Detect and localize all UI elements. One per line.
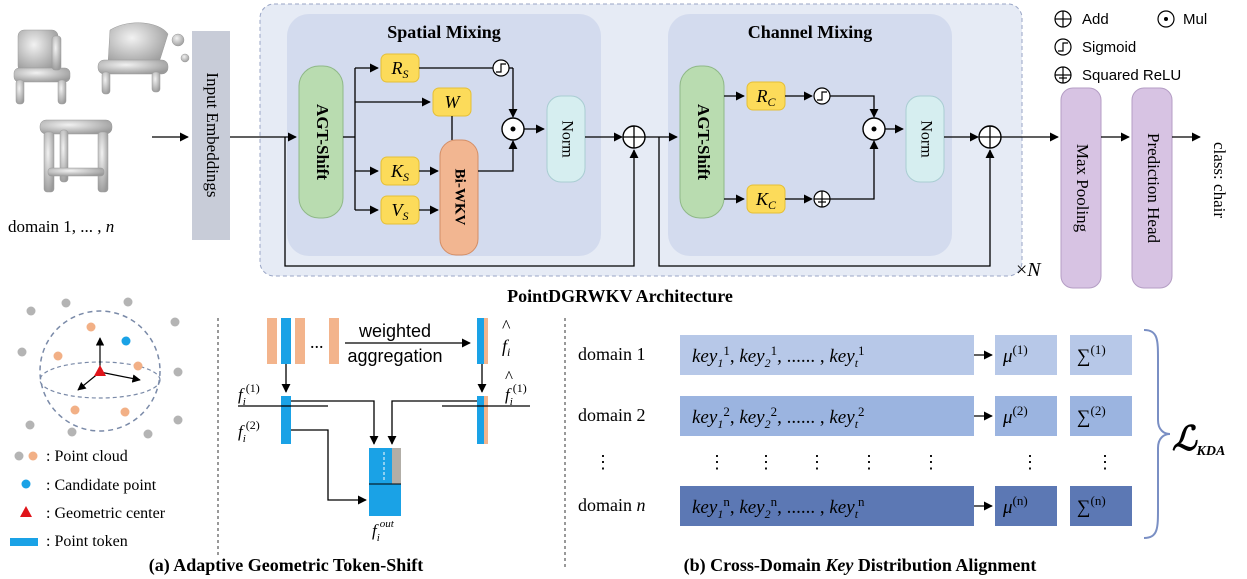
sigmoid-icon bbox=[492, 59, 510, 77]
panel-a: : Point cloud : Candidate point : Geomet… bbox=[10, 297, 530, 576]
kda-loss-label: ℒKDA bbox=[1172, 421, 1225, 459]
svg-text:⋮: ⋮ bbox=[1021, 452, 1039, 472]
operator-legend: Add Mul Sigmoid Squared ReLU bbox=[1054, 10, 1207, 84]
spatial-norm-label: Norm bbox=[558, 120, 575, 158]
split-token-right bbox=[477, 396, 487, 444]
svg-text:⋮: ⋮ bbox=[1096, 452, 1114, 472]
svg-text:...: ... bbox=[310, 332, 324, 352]
repeat-label: ×N bbox=[1016, 259, 1042, 281]
spatial-agt-shift-box bbox=[298, 65, 344, 219]
sigma-box-1 bbox=[1070, 335, 1132, 375]
aggregation-label: aggregation bbox=[347, 346, 442, 366]
bi-wkv-box bbox=[439, 139, 479, 256]
output-class-label: class: chair bbox=[1210, 142, 1229, 218]
f1-label: fi(1) bbox=[238, 381, 260, 408]
add-icon bbox=[1054, 10, 1072, 28]
point-cloud-legend-icon bbox=[14, 451, 24, 461]
split-token-left bbox=[281, 396, 291, 444]
spatial-mixing-title: Spatial Mixing bbox=[387, 22, 501, 42]
channel-agt-shift-label: AGT-Shift bbox=[694, 104, 713, 180]
spatial-mixing-block bbox=[287, 14, 601, 256]
architecture-title: PointDGRWKV Architecture bbox=[507, 286, 733, 306]
candidate-point bbox=[121, 336, 131, 346]
panel-b-caption: (b) Cross-Domain Key Distribution Alignm… bbox=[684, 555, 1037, 576]
mu-box-1 bbox=[995, 335, 1057, 375]
point-token-legend-icon bbox=[10, 538, 38, 546]
sigmoid-icon bbox=[813, 87, 831, 105]
input-embeddings-label: Input Embeddings bbox=[203, 72, 222, 197]
row-domain-n: domain n bbox=[578, 495, 646, 515]
squared-relu-icon bbox=[1054, 66, 1072, 84]
svg-text:⋮: ⋮ bbox=[594, 452, 612, 472]
mul-icon bbox=[501, 117, 525, 141]
row-domain-1: domain 1 bbox=[578, 344, 646, 364]
spatial-agt-shift-label: AGT-Shift bbox=[313, 104, 332, 180]
channel-mixing-title: Channel Mixing bbox=[748, 22, 873, 42]
sigmoid-icon bbox=[1054, 38, 1072, 56]
svg-text:⋮: ⋮ bbox=[922, 452, 940, 472]
max-pooling-label: Max Pooling bbox=[1073, 144, 1092, 233]
f2-label: fi(2) bbox=[238, 418, 260, 445]
point-cloud-points bbox=[53, 322, 143, 417]
weighted-label: weighted bbox=[358, 321, 431, 341]
spatial-norm-box bbox=[546, 95, 586, 183]
input-caption: domain 1, ... , n bbox=[8, 217, 114, 236]
sigma-box-2 bbox=[1070, 396, 1132, 436]
input-embeddings-box bbox=[192, 31, 230, 240]
residual-connection-1 bbox=[284, 137, 639, 267]
key-box-1 bbox=[680, 335, 974, 375]
svg-text:⋮: ⋮ bbox=[860, 452, 878, 472]
bi-wkv-label: Bi-WKV bbox=[452, 169, 468, 226]
geometric-center-legend-icon bbox=[20, 506, 32, 517]
vertical-ellipsis-row: ⋮ ⋮ ⋮ ⋮ ⋮ ⋮ ⋮ ⋮ bbox=[594, 452, 1114, 472]
svg-text:⋮: ⋮ bbox=[708, 452, 726, 472]
prediction-head-label: Prediction Head bbox=[1144, 133, 1163, 243]
legend-point-cloud: : Point cloud bbox=[46, 448, 128, 465]
key-box-n bbox=[680, 486, 974, 526]
legend-squared-relu: Squared ReLU bbox=[1082, 67, 1181, 84]
svg-text:^: ^ bbox=[505, 367, 513, 386]
receptive-sphere bbox=[39, 310, 161, 432]
geometric-center-icon bbox=[94, 365, 106, 376]
panel-a-caption: (a) Adaptive Geometric Token-Shift bbox=[149, 555, 424, 576]
w-label: W bbox=[445, 92, 462, 112]
candidate-point-legend-icon bbox=[21, 479, 31, 489]
channel-norm-box bbox=[905, 95, 945, 183]
channel-agt-shift-box bbox=[679, 65, 725, 219]
mul-icon bbox=[1157, 10, 1175, 28]
panel-b: domain 1 key11, key21, ...... , keyt1 μ(… bbox=[578, 329, 1225, 576]
legend-add: Add bbox=[1082, 11, 1109, 28]
svg-text:⋮: ⋮ bbox=[808, 452, 826, 472]
mu-box-2 bbox=[995, 396, 1057, 436]
max-pooling-box bbox=[1060, 87, 1102, 289]
prediction-head-box bbox=[1131, 87, 1173, 289]
channel-norm-label: Norm bbox=[917, 120, 934, 158]
f-out-label: fiout bbox=[372, 518, 395, 544]
legend-geometric-center: : Geometric center bbox=[46, 505, 166, 522]
chair-point-cloud-images bbox=[13, 22, 190, 193]
legend-point-token: : Point token bbox=[46, 533, 128, 550]
key-box-2 bbox=[680, 396, 974, 436]
loss-brace bbox=[1143, 329, 1171, 539]
aggregated-token bbox=[477, 318, 487, 364]
row-domain-2: domain 2 bbox=[578, 405, 646, 425]
token-sequence: ... bbox=[267, 318, 339, 364]
point-cloud-points bbox=[17, 297, 183, 439]
mu-box-n bbox=[995, 486, 1057, 526]
legend-sigmoid: Sigmoid bbox=[1082, 39, 1136, 56]
svg-text:⋮: ⋮ bbox=[757, 452, 775, 472]
legend-candidate-point: : Candidate point bbox=[46, 477, 157, 494]
add-icon bbox=[622, 125, 646, 149]
sigma-box-n bbox=[1070, 486, 1132, 526]
mul-icon bbox=[862, 117, 886, 141]
svg-text:^: ^ bbox=[502, 316, 511, 336]
key-list-1: key11, key21, ...... , keyt1 bbox=[692, 343, 865, 370]
residual-connection-2 bbox=[658, 137, 995, 267]
legend-mul: Mul bbox=[1183, 11, 1207, 28]
add-icon bbox=[978, 125, 1002, 149]
squared-relu-icon bbox=[813, 190, 831, 208]
f-hat-label: fi bbox=[502, 336, 510, 359]
